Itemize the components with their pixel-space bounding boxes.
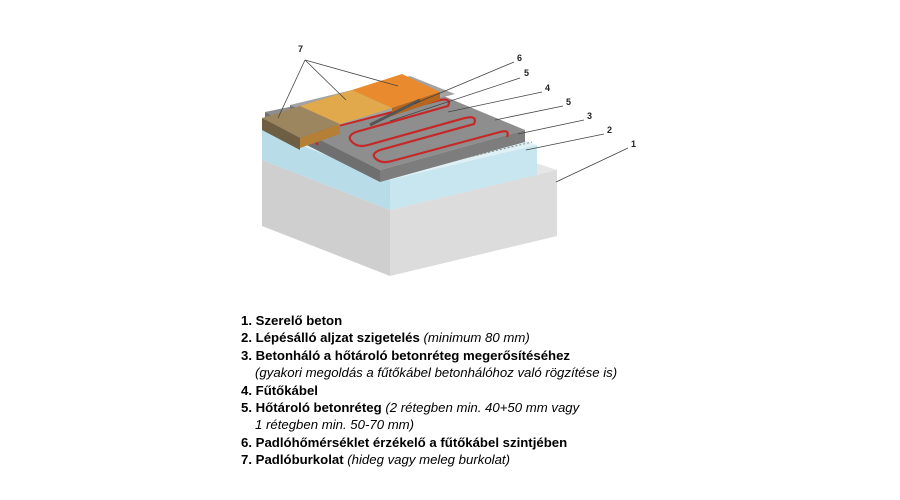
legend-item: 2. Lépésálló aljzat szigetelés (minimum … bbox=[241, 329, 617, 346]
legend-item-title: 6. Padlóhőmérséklet érzékelő a fűtőkábel… bbox=[241, 434, 568, 450]
temperature-sensor bbox=[369, 98, 421, 127]
legend-item-note: (2 rétegben min. 40+50 mm vagy bbox=[381, 400, 580, 416]
legend-item-title: 5. Hőtároló betonréteg bbox=[241, 400, 382, 416]
legend-item-title: 3. Betonháló a hőtároló betonréteg meger… bbox=[241, 347, 571, 363]
legend-item-title: 7. Padlóburkolat bbox=[241, 452, 344, 468]
callout-2: 2 bbox=[607, 125, 612, 135]
heating-cable bbox=[313, 98, 509, 164]
callout-3: 3 bbox=[587, 111, 592, 121]
legend-item: 4. Fűtőkábel bbox=[241, 382, 617, 399]
legend-item: 6. Padlóhőmérséklet érzékelő a fűtőkábel… bbox=[241, 434, 617, 451]
callout-1: 1 bbox=[631, 139, 636, 149]
callout-4: 4 bbox=[545, 83, 550, 93]
callout-5-lower: 5 bbox=[566, 97, 571, 107]
callout-7: 7 bbox=[298, 44, 303, 54]
legend-item-title: 1. Szerelő beton bbox=[241, 313, 343, 328]
layer-mesh bbox=[267, 127, 533, 177]
legend-item-continuation: 1 rétegben min. 50-70 mm) bbox=[255, 417, 415, 433]
callout-6: 6 bbox=[517, 53, 522, 63]
legend-item: 7. Padlóburkolat (hideg vagy meleg burko… bbox=[241, 451, 617, 468]
legend-item: 5. Hőtároló betonréteg (2 rétegben min. … bbox=[241, 399, 617, 416]
legend-item: 1. Szerelő beton bbox=[241, 312, 617, 329]
callout-labels: 7 6 5 4 5 3 2 1 bbox=[298, 44, 636, 149]
legend-item-title: 2. Lépésálló aljzat szigetelés bbox=[241, 330, 420, 346]
legend-item-note: (hideg vagy meleg burkolat) bbox=[343, 452, 510, 468]
legend-item: 3. Betonháló a hőtároló betonréteg meger… bbox=[241, 347, 617, 364]
legend-item-note: (minimum 80 mm) bbox=[419, 330, 530, 346]
callout-5-upper: 5 bbox=[524, 68, 529, 78]
callout-lines bbox=[277, 59, 629, 183]
layer-floor-covering bbox=[262, 74, 440, 150]
legend-item-title: 4. Fűtőkábel bbox=[241, 382, 318, 398]
floor-heating-layers-diagram: 7 6 5 4 5 3 2 1 bbox=[262, 44, 636, 276]
legend-item-continuation: (gyakori megoldás a fűtőkábel betonhálóh… bbox=[255, 365, 618, 381]
